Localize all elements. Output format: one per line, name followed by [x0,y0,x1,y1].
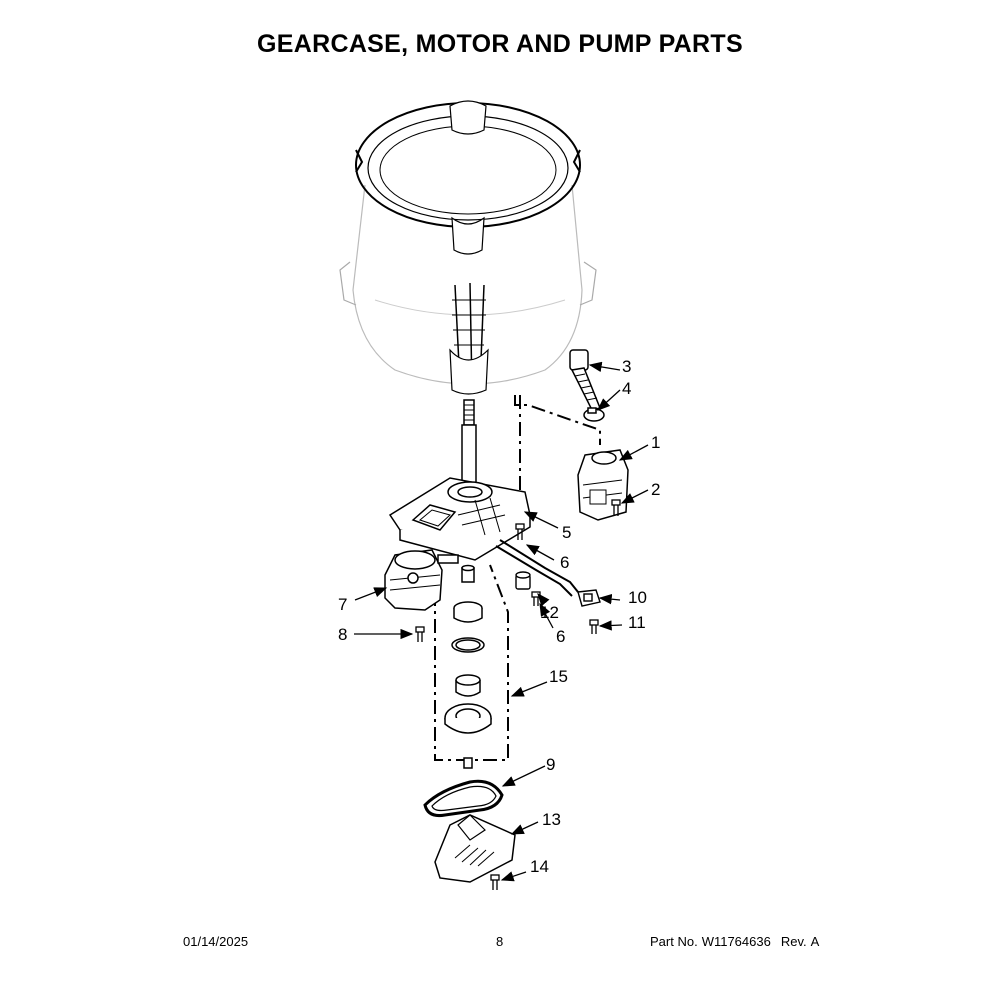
callout-2: 2 [651,480,660,499]
footer-date: 01/14/2025 [183,934,249,949]
pump-screw [611,499,621,516]
callout-leaders [354,361,649,882]
callout-12: 12 [540,603,559,622]
drain-pump [577,449,629,521]
callout-5: 5 [562,523,571,542]
callout-10: 10 [628,588,647,607]
callout-9: 9 [546,755,555,774]
wire-harness [495,539,579,597]
callout-3: 3 [622,357,631,376]
callout-14: 14 [530,857,549,876]
drive-shaft [461,399,477,488]
callout-8: 8 [338,625,347,644]
shield-screw [490,874,500,890]
capacitor [515,571,531,590]
hose-clamp [583,407,605,422]
callout-13: 13 [542,810,561,829]
callout-4: 4 [622,379,631,398]
clutch-components [444,564,492,769]
gearcase-screw-5 [515,523,525,540]
page-title: GEARCASE, MOTOR AND PUMP PARTS [257,30,743,58]
callout-6-lower: 6 [556,627,565,646]
motor-screw [415,626,425,642]
part-number-prefix: Part No. [650,934,698,949]
drain-hose [569,349,602,411]
drive-motor [384,549,459,611]
gearcase [388,477,531,561]
part-number: W11764636 [701,934,771,949]
outer-tub [339,100,597,395]
callout-1: 1 [651,433,660,452]
drive-belt [423,779,504,817]
pump-bracket [577,589,601,607]
revision-prefix: Rev. [780,934,807,949]
footer-page-number: 8 [496,934,504,949]
revision: A [810,934,820,949]
callout-labels: 3 4 1 2 5 6 7 8 10 12 11 6 15 9 13 14 [338,357,660,876]
motor-shield [434,814,516,883]
callout-15: 15 [549,667,568,686]
callout-11: 11 [628,613,646,632]
assembly-lines [434,395,601,761]
bracket-screw [589,619,599,634]
footer-part-info: Part No.W11764636 Rev.A [650,934,819,949]
callout-7: 7 [338,595,347,614]
callout-6-upper: 6 [560,553,569,572]
